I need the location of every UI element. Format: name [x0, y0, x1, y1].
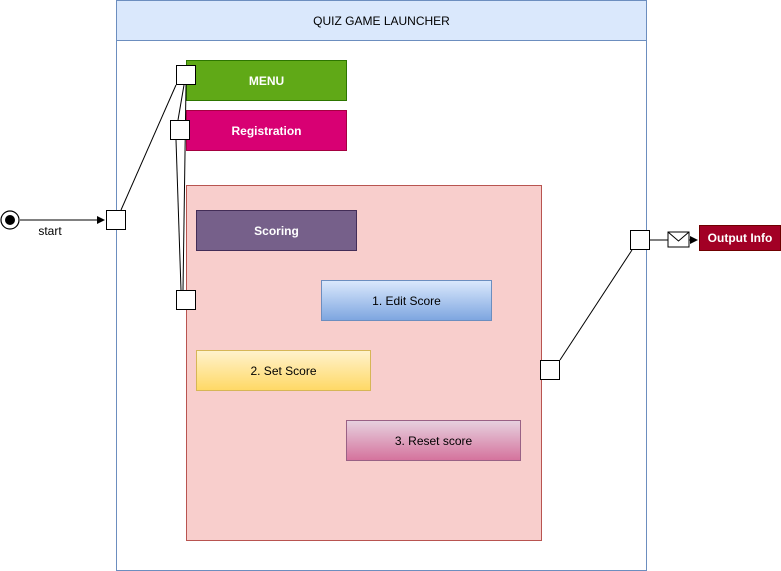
reset-score-box[interactable]: 3. Reset score [346, 420, 521, 461]
envelope-icon [667, 231, 690, 248]
reset-score-label: 3. Reset score [394, 433, 473, 448]
edit-score-box[interactable]: 1. Edit Score [321, 280, 492, 321]
menu-port[interactable] [176, 65, 196, 85]
launcher-title: QUIZ GAME LAUNCHER [313, 13, 450, 28]
output-info-label: Output Info [707, 231, 773, 245]
scoring-exit-port[interactable] [540, 360, 560, 380]
connector-menu-registration [177, 84, 185, 121]
scoring-box[interactable]: Scoring [196, 210, 357, 251]
set-score-label: 2. Set Score [250, 363, 317, 378]
menu-box[interactable]: MENU [186, 60, 347, 101]
registration-label: Registration [231, 123, 302, 138]
start-label: start [38, 224, 62, 238]
connector-entry-menu [120, 84, 177, 211]
scoring-label: Scoring [254, 223, 299, 238]
registration-port[interactable] [170, 120, 190, 140]
scoring-port[interactable] [176, 290, 196, 310]
edit-score-label: 1. Edit Score [372, 293, 441, 308]
menu-label: MENU [248, 73, 285, 88]
connector-scoring-output [559, 249, 633, 361]
entry-port[interactable] [106, 210, 126, 230]
connector-menu-scoring [182, 84, 187, 291]
output-port[interactable] [630, 230, 650, 250]
connector-registration-scoring [175, 139, 182, 291]
output-info-box[interactable]: Output Info [699, 225, 781, 251]
set-score-box[interactable]: 2. Set Score [196, 350, 371, 391]
launcher-header: QUIZ GAME LAUNCHER [116, 0, 647, 41]
registration-box[interactable]: Registration [186, 110, 347, 151]
